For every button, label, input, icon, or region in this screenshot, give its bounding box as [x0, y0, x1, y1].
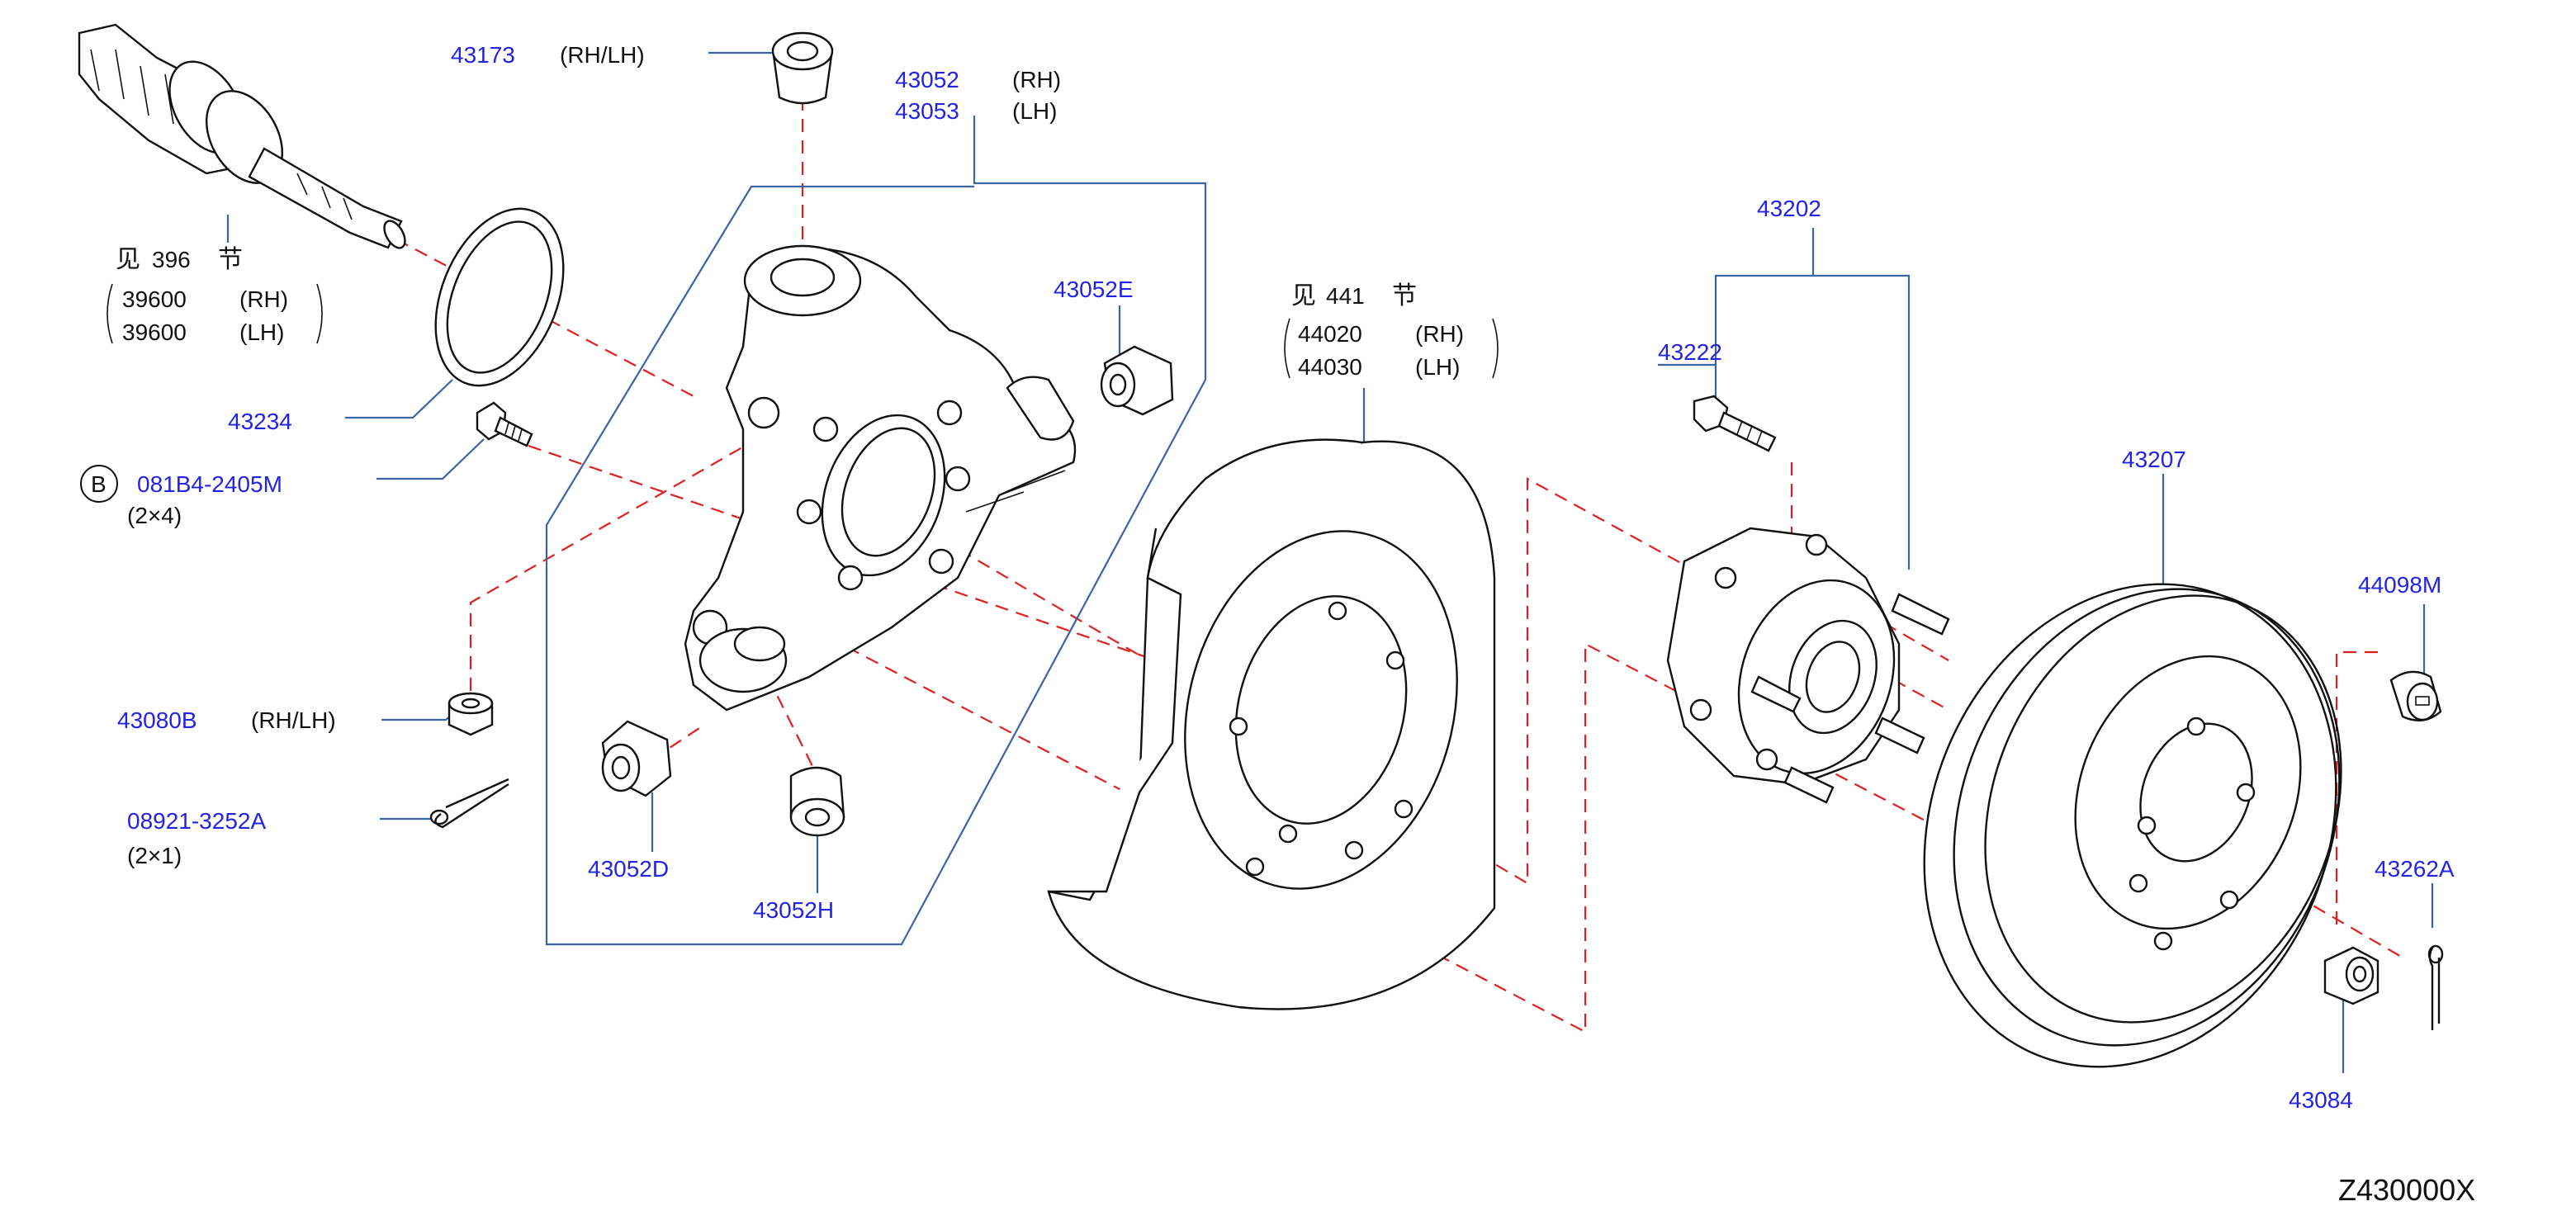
- part-note-39600-rh: (RH): [239, 286, 288, 312]
- brake-rotor-43207: [1923, 583, 2342, 1068]
- part-note-44020: (RH): [1415, 321, 1464, 347]
- ref-suffix-441: 节: [1392, 281, 1417, 310]
- part-number-43052: 43052: [895, 67, 959, 92]
- ref-prefix-441: 见: [1291, 281, 1316, 310]
- plug-44098m: [2389, 670, 2442, 721]
- part-number-43052e: 43052E: [1054, 277, 1134, 302]
- leader-lines: [226, 51, 2434, 1073]
- seal-43234: [434, 207, 565, 387]
- part-number-43207: 43207: [2122, 447, 2186, 472]
- nut-43084: [2323, 946, 2379, 1005]
- part-note-39600-lh: (LH): [239, 319, 284, 345]
- backing-plate: [1047, 438, 1496, 1010]
- part-labels: 43173 (RH/LH) 43052 (RH) 43053 (LH) 见 39…: [91, 42, 2475, 1207]
- cotter-pin-43262a: [2427, 944, 2444, 1030]
- diagram-code: Z430000X: [2338, 1173, 2475, 1207]
- drive-shaft: [78, 23, 406, 249]
- ref-section-441: 441: [1326, 283, 1365, 309]
- ref-suffix-396: 节: [218, 245, 243, 274]
- part-number-43052d: 43052D: [588, 856, 669, 882]
- bolt-marker-circle: [80, 465, 118, 503]
- part-note-43053: (LH): [1012, 98, 1057, 124]
- part-note-43052: (RH): [1012, 67, 1061, 92]
- nut-43080b: [447, 692, 494, 736]
- bushing-43173: [771, 31, 834, 105]
- part-note-43173: (RH/LH): [560, 42, 645, 68]
- part-number-43202: 43202: [1757, 196, 1821, 221]
- part-note-43080b: (RH/LH): [251, 707, 336, 733]
- part-number-43234: 43234: [228, 409, 292, 434]
- part-number-08921: 08921-3252A: [127, 808, 266, 834]
- part-number-43052h: 43052H: [753, 897, 834, 923]
- part-number-44098m: 44098M: [2358, 572, 2441, 598]
- part-number-081b4: 081B4-2405M: [137, 471, 282, 497]
- part-number-43080b: 43080B: [117, 707, 197, 733]
- bolt-081b4: [476, 401, 533, 447]
- bushing-43052e: [1100, 345, 1174, 416]
- part-note-44030: (LH): [1415, 354, 1460, 380]
- part-number-44020: 44020: [1298, 321, 1362, 347]
- cotter-pin-08921: [429, 778, 509, 829]
- part-qty-081b4: (2×4): [127, 503, 182, 528]
- part-number-39600-rh: 39600: [122, 286, 187, 312]
- knuckle-assembly: [684, 244, 1077, 712]
- part-number-43053: 43053: [895, 98, 959, 124]
- bolt-marker-letter: B: [91, 471, 107, 497]
- ref-prefix-396: 见: [116, 245, 140, 274]
- part-number-43262a: 43262A: [2375, 856, 2455, 882]
- part-number-43084: 43084: [2289, 1087, 2353, 1113]
- bushing-43052d: [601, 720, 672, 797]
- ref-section-396: 396: [152, 247, 191, 272]
- part-number-39600-lh: 39600: [122, 319, 187, 345]
- hub-assembly-43202: [1666, 527, 1950, 804]
- part-number-44030: 44030: [1298, 354, 1362, 380]
- part-number-43173: 43173: [451, 42, 515, 68]
- part-number-43222: 43222: [1658, 339, 1722, 365]
- bushing-43052h: [789, 766, 845, 837]
- group-brackets: [107, 283, 1499, 379]
- part-qty-08921: (2×1): [127, 843, 182, 868]
- hub-bolt-43222: [1693, 395, 1777, 452]
